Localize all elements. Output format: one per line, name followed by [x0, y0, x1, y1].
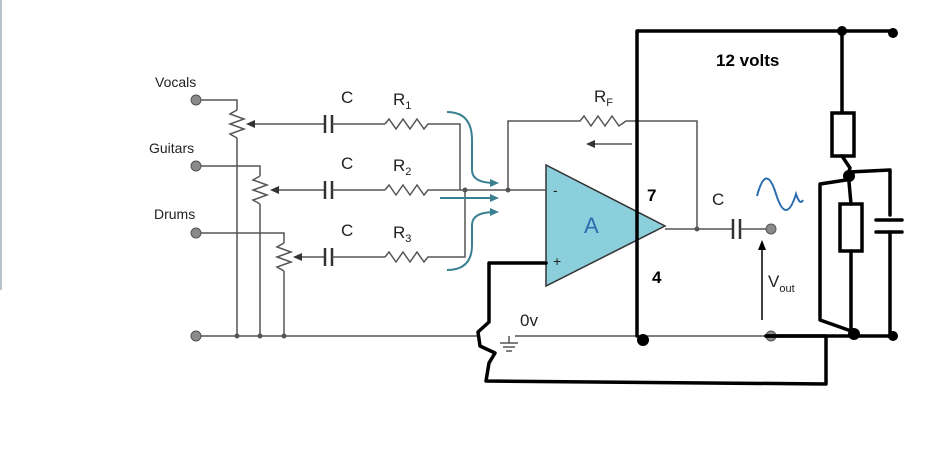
ground-label: 0v — [520, 311, 538, 330]
r1-label: R1 — [393, 90, 411, 112]
signal-arrow-bottom-head — [490, 208, 499, 216]
sine-wave-icon — [756, 177, 804, 211]
op-amp-label: A — [584, 213, 599, 238]
junction-gnd-1 — [234, 333, 240, 339]
output-capacitor — [731, 219, 766, 239]
vout-arrow-head — [758, 240, 766, 250]
pot-guitars — [250, 175, 270, 205]
junction-sum-left — [462, 187, 468, 193]
resistor-r1 — [384, 117, 461, 190]
plus-sign: + — [553, 253, 561, 269]
wiper-arrow-vocals — [246, 120, 255, 128]
input-terminal-drums — [190, 227, 202, 239]
wiper-arrow-guitars — [270, 186, 279, 194]
input-label-drums: Drums — [154, 206, 195, 222]
pin-7-label: 7 — [647, 186, 656, 205]
pot-drums — [274, 242, 294, 272]
wiper-arrow-drums — [293, 253, 302, 261]
signal-arrow-top-head — [490, 179, 499, 187]
divider-wire-branch — [847, 168, 892, 217]
wire-vocals-in — [201, 99, 238, 110]
non-inverting-input-wire — [476, 261, 828, 386]
supply-voltage-label: 12 volts — [716, 51, 779, 70]
pot-vocals — [227, 109, 247, 139]
vout-label: Vout — [768, 272, 795, 295]
input-terminal-guitars — [190, 160, 202, 172]
feedback-arrow-head — [586, 140, 595, 148]
supply-terminal — [888, 28, 898, 38]
pin-4-ground-node — [637, 334, 649, 346]
wire-drums-in — [201, 232, 285, 243]
ground-terminal-left — [190, 330, 202, 342]
capacitor-1 — [323, 115, 385, 133]
op-amp — [545, 163, 667, 288]
ground-node-a — [848, 328, 860, 340]
capacitor-3 — [323, 248, 385, 266]
capacitor-2 — [323, 181, 385, 199]
r3-label: R3 — [393, 223, 411, 245]
resistor-r2 — [384, 183, 510, 197]
divider-wire-mid — [818, 154, 856, 334]
ground-node-b — [888, 331, 898, 341]
divider-resistor-bottom — [838, 202, 864, 253]
rf-label: RF — [594, 87, 613, 109]
junction-gnd-3 — [281, 333, 287, 339]
junction-gnd-2 — [257, 333, 263, 339]
minus-sign: - — [553, 182, 558, 198]
input-label-vocals: Vocals — [155, 74, 196, 90]
output-terminal — [765, 223, 777, 235]
signal-arrow-bottom — [446, 211, 496, 271]
junction-output — [694, 226, 700, 232]
divider-resistor-top — [830, 111, 856, 158]
wire-guitars-in — [201, 165, 261, 176]
supply-rail-wire — [635, 29, 895, 338]
output-cap-label: C — [712, 190, 724, 209]
input-terminal-vocals — [190, 94, 202, 106]
signal-arrow-mid-head — [490, 194, 499, 202]
cap-label-1: C — [341, 88, 353, 107]
ground-icon — [500, 336, 518, 352]
r2-label: R2 — [393, 156, 411, 178]
cap-label-2: C — [341, 154, 353, 173]
signal-arrow-top — [446, 111, 496, 184]
resistor-r3 — [384, 190, 466, 264]
pin-4-label: 4 — [652, 268, 662, 287]
cap-label-3: C — [341, 221, 353, 240]
input-label-guitars: Guitars — [149, 140, 194, 156]
divider-wire-link — [847, 180, 853, 206]
